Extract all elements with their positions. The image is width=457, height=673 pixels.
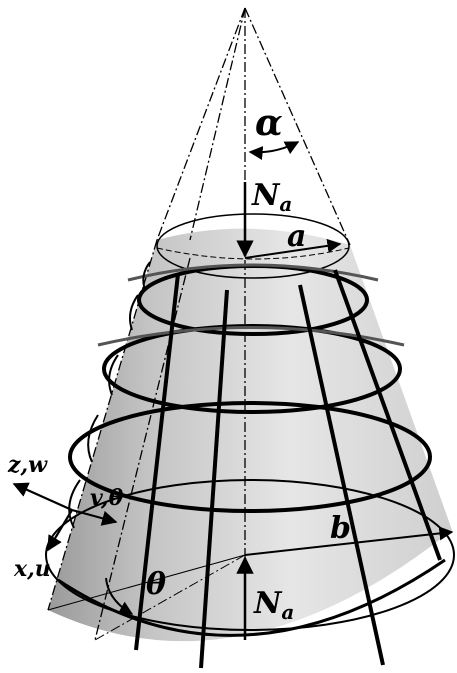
label-N-top: Na [251, 178, 292, 216]
label-N-bottom: Na [253, 586, 294, 624]
label-x-u: x,u [13, 556, 51, 582]
edge-scallops [68, 261, 151, 529]
x-axis-arrow [47, 509, 73, 552]
top-ellipse [156, 213, 350, 279]
stringer-stiffeners [134, 269, 442, 669]
top-ellipse-back [156, 247, 350, 260]
bottom-ellipse [45, 479, 455, 631]
label-theta: θ [146, 567, 166, 602]
theta-ref-line [47, 554, 246, 611]
label-v-theta: v,θ [90, 485, 124, 511]
stringer-4 [134, 273, 180, 651]
ring-stiffeners-back [97, 263, 405, 347]
label-z-w: z,w [7, 452, 48, 478]
ring-3 [68, 401, 432, 513]
stringer-1 [199, 289, 229, 669]
radius-a [244, 238, 342, 259]
v-axis-arrow [71, 508, 118, 526]
z-axis-arrow [12, 482, 73, 512]
radius-b [244, 526, 454, 556]
stringer-3 [333, 269, 442, 561]
radius-lines [47, 238, 454, 641]
label-a: a [287, 219, 306, 254]
ring-2 [102, 324, 402, 414]
apex-lines [47, 7, 351, 641]
label-b: b [330, 511, 351, 546]
cone-surface [48, 228, 452, 642]
theta-arc [105, 577, 134, 615]
theta-ref-line-2 [94, 554, 246, 641]
stringer-2 [298, 284, 385, 666]
label-alpha: α [255, 102, 283, 144]
local-axes [12, 482, 118, 552]
alpha-arc [248, 141, 300, 160]
